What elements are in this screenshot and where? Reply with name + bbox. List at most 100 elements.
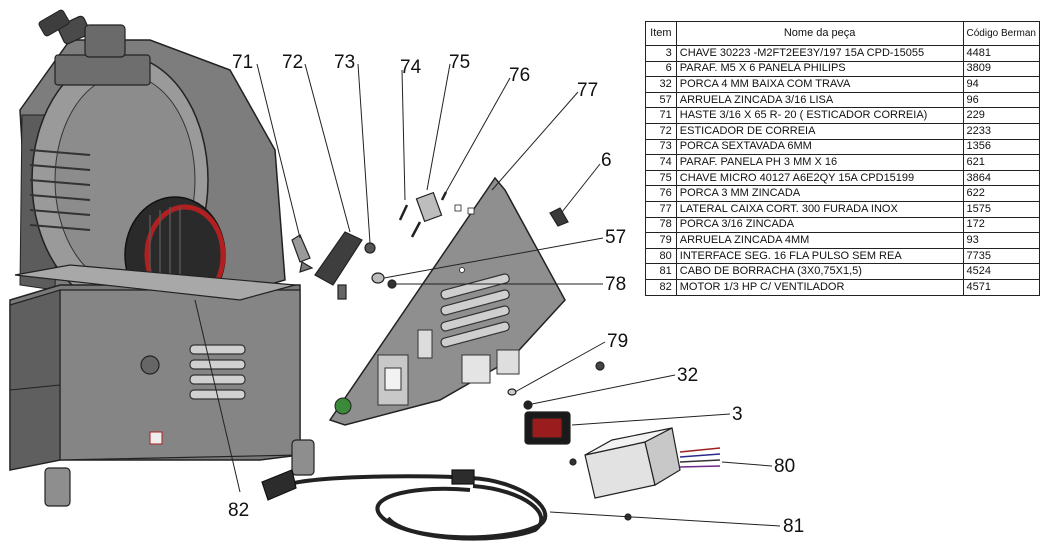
leader-71 xyxy=(256,63,301,239)
callout-80: 80 xyxy=(774,456,795,477)
cell-code: 2233 xyxy=(962,122,1040,140)
leader-79 xyxy=(514,341,606,393)
side-panel-vents xyxy=(440,273,510,348)
open-top-panel xyxy=(14,264,296,301)
part-81-cable xyxy=(261,469,548,541)
cell-item: 77 xyxy=(645,200,677,218)
cell-name: ARRUELA ZINCADA 4MM xyxy=(675,232,964,249)
cell-name: ARRUELA ZINCADA 3/16 LISA xyxy=(675,91,964,109)
cell-name: PARAF. M5 X 6 PANELA PHILIPS xyxy=(675,60,964,78)
cell-item: 74 xyxy=(645,154,677,171)
callout-81: 81 xyxy=(783,516,804,537)
cell-item: 76 xyxy=(645,185,677,202)
cabinet-knob xyxy=(140,355,160,375)
callout-32: 32 xyxy=(677,365,698,386)
cell-name: CABO DE BORRACHA (3X0,75X1,5) xyxy=(675,263,964,280)
header-code: Código Berman xyxy=(962,21,1040,46)
cell-name: ESTICADOR DE CORREIA xyxy=(675,122,964,140)
cell-code: 1575 xyxy=(962,200,1040,218)
cell-code: 7735 xyxy=(962,247,1040,265)
cell-item: 3 xyxy=(645,45,677,62)
part-78-nut xyxy=(387,279,397,289)
leader-lines xyxy=(194,63,781,527)
hardware-parts xyxy=(261,191,721,541)
cell-name: PORCA SEXTAVADA 6MM xyxy=(675,138,964,156)
callout-76: 76 xyxy=(509,65,530,86)
cell-name: HASTE 3/16 X 65 R- 20 ( ESTICADOR CORREI… xyxy=(675,107,964,124)
carriage-ribs xyxy=(29,149,91,231)
cell-name: PORCA 3 MM ZINCADA xyxy=(675,185,964,202)
part-79-washer xyxy=(507,388,517,396)
callout-78: 78 xyxy=(605,274,626,295)
cell-code: 172 xyxy=(962,216,1040,234)
cell-item: 82 xyxy=(645,278,677,296)
cell-code: 1356 xyxy=(962,138,1040,156)
leader-76 xyxy=(445,77,511,193)
cell-code: 4571 xyxy=(962,278,1040,296)
part-80-interface-box xyxy=(569,427,721,499)
callout-75: 75 xyxy=(449,52,470,73)
cell-item: 32 xyxy=(645,76,677,93)
leader-75 xyxy=(426,63,451,191)
leader-3 xyxy=(571,413,731,426)
leader-6 xyxy=(561,163,601,213)
callout-74: 74 xyxy=(400,57,422,78)
leader-80 xyxy=(721,461,773,467)
side-panel-green-button xyxy=(334,397,352,415)
machine-feet xyxy=(44,439,315,507)
part-76-nut xyxy=(440,191,448,201)
slicer-machine xyxy=(9,9,315,507)
leader-72 xyxy=(304,63,351,233)
part-74-screw-a xyxy=(398,204,409,221)
cell-name: LATERAL CAIXA CORT. 300 FURADA INOX xyxy=(675,200,964,218)
part-72-tensioner xyxy=(314,231,363,286)
header-name: Nome da peça xyxy=(675,21,964,46)
cell-code: 3809 xyxy=(962,60,1040,78)
cell-name: CHAVE MICRO 40127 A6E2QY 15A CPD15199 xyxy=(675,169,964,187)
cell-name: PARAF. PANELA PH 3 MM X 16 xyxy=(675,154,964,171)
callout-3: 3 xyxy=(732,404,743,425)
cell-code: 93 xyxy=(962,232,1040,249)
leader-81 xyxy=(549,511,781,527)
cell-name: PORCA 4 MM BAIXA COM TRAVA xyxy=(675,76,964,93)
leader-32 xyxy=(531,374,676,405)
leader-74 xyxy=(401,69,406,201)
cell-item: 6 xyxy=(645,60,677,78)
cell-code: 621 xyxy=(962,154,1040,171)
parts-table-header: Item Nome da peça Código Berman xyxy=(645,21,1040,46)
cell-item: 78 xyxy=(645,216,677,234)
callout-77: 77 xyxy=(577,80,598,101)
cell-code: 4524 xyxy=(962,263,1040,280)
cell-item: 71 xyxy=(645,107,677,124)
top-knob-assembly xyxy=(38,9,151,86)
cell-item: 73 xyxy=(645,138,677,156)
cell-code: 3864 xyxy=(962,169,1040,187)
part-3-rocker-switch xyxy=(524,411,571,445)
cell-name: MOTOR 1/3 HP C/ VENTILADOR xyxy=(675,278,964,296)
callout-71: 71 xyxy=(232,52,253,73)
callout-numbers: 71 72 73 74 75 76 77 6 57 78 79 32 3 80 … xyxy=(228,52,804,537)
callout-79: 79 xyxy=(607,331,628,352)
cell-item: 75 xyxy=(645,169,677,187)
cell-item: 72 xyxy=(645,122,677,140)
part-74-screw-b xyxy=(410,221,422,238)
callout-57: 57 xyxy=(605,227,626,248)
callout-72: 72 xyxy=(282,52,303,73)
side-panel-socket xyxy=(496,349,520,375)
